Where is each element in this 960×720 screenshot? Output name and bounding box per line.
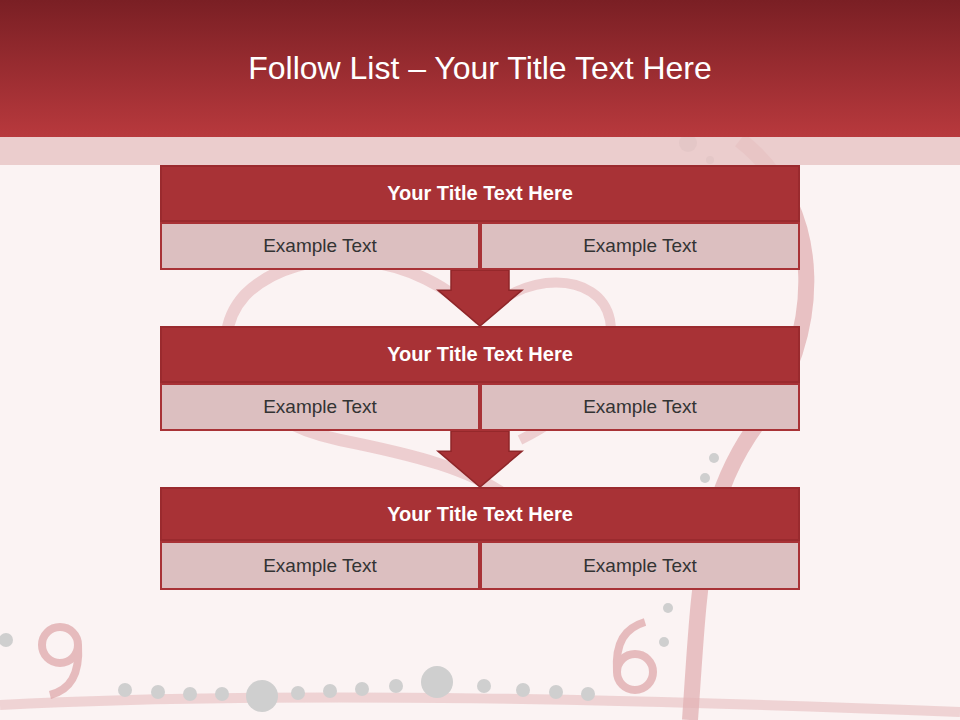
- cell-text: Example Text: [573, 551, 707, 581]
- cell-text: Example Text: [253, 392, 387, 422]
- cell-text: Example Text: [253, 231, 387, 261]
- ribbon-swirl: [0, 697, 960, 712]
- example-cell: Example Text: [160, 222, 480, 270]
- step-title: Your Title Text Here: [160, 487, 800, 541]
- cell-text: Example Text: [573, 231, 707, 261]
- slide-title: Follow List – Your Title Text Here: [248, 50, 712, 87]
- block-arrow: [438, 270, 522, 326]
- cell-text: Example Text: [573, 392, 707, 422]
- cell-text: Example Text: [253, 551, 387, 581]
- example-cell: Example Text: [160, 383, 480, 431]
- example-cell: Example Text: [160, 541, 480, 590]
- example-cell: Example Text: [480, 383, 800, 431]
- numeral-swirl: [42, 622, 653, 695]
- step-title: Your Title Text Here: [160, 165, 800, 222]
- step-group: Your Title Text HereExample Text Example …: [160, 487, 800, 590]
- example-cell: Example Text: [480, 222, 800, 270]
- example-cell: Example Text: [480, 541, 800, 590]
- step-title: Your Title Text Here: [160, 326, 800, 383]
- title-bar: [0, 0, 960, 137]
- block-arrow: [438, 431, 522, 487]
- step-group: Your Title Text HereExample Text Example …: [160, 165, 800, 270]
- title-band: [0, 137, 960, 165]
- step-group: Your Title Text HereExample Text Example …: [160, 326, 800, 431]
- title-area: Follow List – Your Title Text Here: [0, 0, 960, 137]
